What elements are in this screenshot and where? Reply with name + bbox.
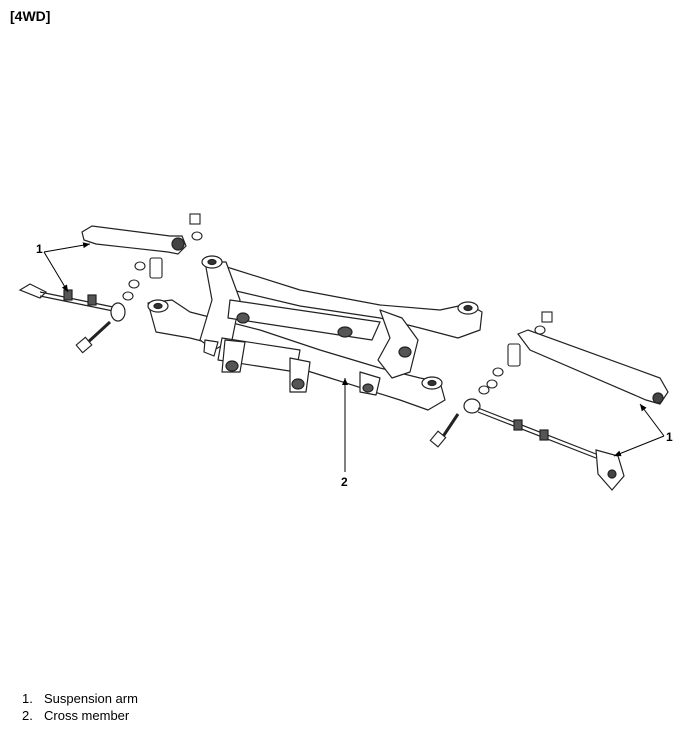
- exploded-view-diagram: 1 1 2: [18, 213, 673, 491]
- legend-item-cross-member: 2. Cross member: [22, 707, 138, 724]
- right-mounting-hardware: [429, 311, 553, 448]
- callout-leaders: [43, 242, 665, 472]
- cross-member-bushings: [147, 255, 479, 393]
- left-upper-suspension-arm: [81, 225, 187, 255]
- right-upper-suspension-arm: [517, 329, 669, 405]
- legend-label: Suspension arm: [44, 691, 138, 706]
- legend-label: Cross member: [44, 708, 130, 723]
- callout-left-suspension-arm: 1: [36, 242, 43, 256]
- left-mounting-hardware: [75, 213, 203, 354]
- diagram-heading: [4WD]: [10, 8, 51, 24]
- left-lower-suspension-arm: [18, 283, 126, 322]
- legend-number: 1.: [22, 691, 33, 706]
- callout-right-suspension-arm: 1: [666, 430, 673, 444]
- legend-item-suspension-arm: 1. Suspension arm: [22, 690, 138, 707]
- parts-legend: 1. Suspension arm 2. Cross member: [22, 690, 138, 724]
- callout-cross-member: 2: [341, 475, 348, 489]
- right-lower-suspension-arm: [463, 398, 625, 491]
- legend-number: 2.: [22, 708, 33, 723]
